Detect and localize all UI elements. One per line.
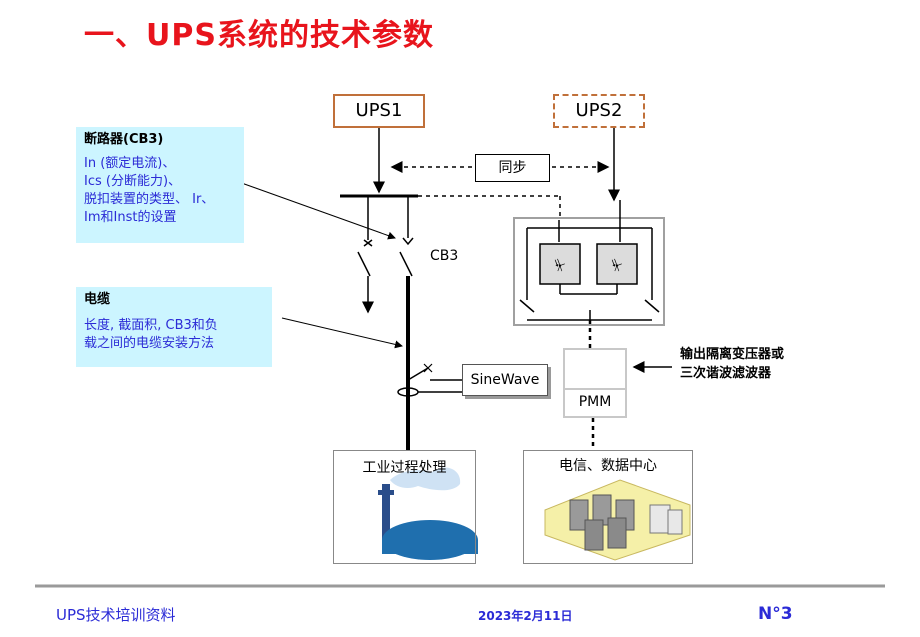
breaker-note-line: Im和Inst的设置 [84, 210, 177, 225]
footer-left: UPS技术培训资料 [56, 606, 176, 624]
pmm-box: PMM [563, 348, 627, 418]
pmm-label: PMM [578, 394, 612, 410]
breaker-note-line: 脱扣装置的类型、 Ir、 [84, 192, 215, 207]
cable-annotation-line [281, 317, 403, 349]
transformer-note-line: 输出隔离变压器或 [680, 347, 785, 362]
sinewave-box: SineWave [462, 364, 548, 396]
thyristor-2 [596, 243, 638, 285]
ups2-box: UPS2 [553, 94, 645, 128]
pmm-divider [565, 388, 625, 390]
breaker-left [357, 251, 371, 277]
cable-note-heading: 电缆 [84, 292, 111, 307]
cb3-label: CB3 [430, 248, 459, 264]
industrial-load-box: 工业过程处理 [333, 450, 476, 564]
breaker-note-heading: 断路器(CB3) [84, 132, 164, 147]
cable-note-line: 载之间的电缆安装方法 [84, 336, 215, 351]
industrial-load-label: 工业过程处理 [362, 460, 447, 476]
svg-text:⏧: ⏧ [554, 258, 565, 274]
transformer-note-line: 三次谐波滤波器 [680, 366, 772, 381]
breaker-cb3 [399, 251, 413, 277]
sync-box: 同步 [475, 154, 550, 182]
transformer-note: 输出隔离变压器或 三次谐波滤波器 [680, 345, 784, 383]
breaker-annotation-line [221, 175, 396, 240]
cable-note-line: 长度, 截面积, CB3和负 [84, 318, 218, 333]
datacenter-load-box: 电信、数据中心 [523, 450, 693, 564]
ups1-box: UPS1 [333, 94, 425, 128]
static-switch-unit [513, 217, 665, 326]
datacenter-load-label: 电信、数据中心 [559, 458, 657, 474]
industrial-plant-image [378, 467, 478, 560]
svg-text:⏧: ⏧ [611, 258, 622, 274]
data-center-image [544, 479, 691, 561]
breaker-note-line: Ics (分断能力)、 [84, 174, 182, 189]
breaker-note-line: In (额定电流)、 [84, 156, 176, 171]
cable-note: 电缆 长度, 截面积, CB3和负 载之间的电缆安装方法 [76, 287, 272, 367]
footer-date: 2023年2月11日 [478, 609, 573, 623]
breaker-note: 断路器(CB3) In (额定电流)、 Ics (分断能力)、 脱扣装置的类型、… [76, 127, 244, 243]
thyristor-1 [539, 243, 581, 285]
footer-page: N°3 [758, 604, 793, 624]
page-title: 一、UPS系统的技术参数 [84, 18, 434, 53]
